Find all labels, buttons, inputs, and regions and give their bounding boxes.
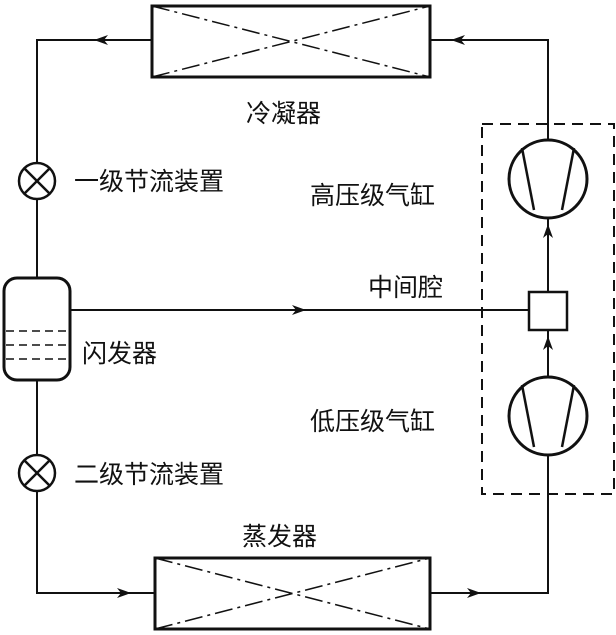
evaporator-box	[153, 556, 432, 631]
throttle-valve-2-icon	[17, 453, 57, 493]
high-pressure-cylinder-icon	[507, 138, 589, 220]
low-pressure-cylinder-label: 低压级气缸	[310, 407, 435, 436]
second-throttle-label: 二级节流装置	[74, 460, 224, 489]
condenser-label: 冷凝器	[246, 99, 321, 128]
flash-evaporator-vessel	[2, 276, 72, 382]
first-throttle-label: 一级节流装置	[74, 167, 224, 196]
intermediate-chamber-label: 中间腔	[368, 273, 443, 302]
pipe-condenser-to-throttle1	[36, 39, 152, 163]
pipe-evaporator-to-low-cylinder	[430, 455, 549, 594]
compressor-enclosure	[481, 123, 615, 495]
flash-evaporator-label: 闪发器	[82, 339, 157, 368]
pipe-throttle2-to-evaporator	[36, 491, 155, 594]
throttle-valve-1-icon	[17, 161, 57, 201]
evaporator-label: 蒸发器	[242, 522, 317, 551]
condenser-box	[150, 4, 432, 79]
high-pressure-cylinder-label: 高压级气缸	[310, 181, 435, 210]
intermediate-chamber-box	[527, 290, 569, 332]
low-pressure-cylinder-icon	[507, 375, 589, 457]
